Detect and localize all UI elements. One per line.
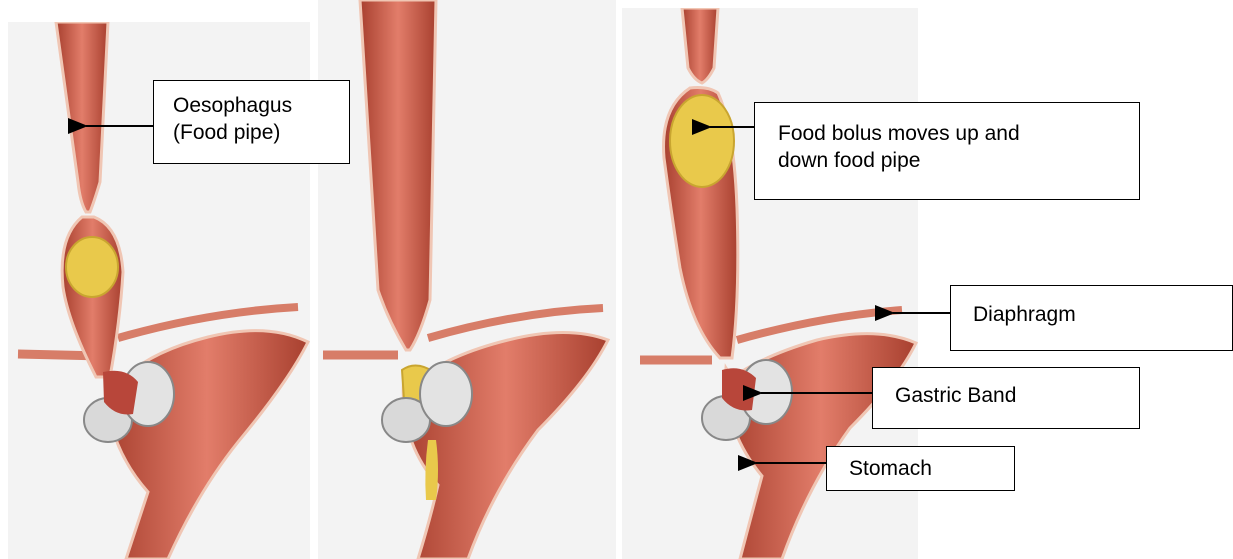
oesophagus-label: Oesophagus (Food pipe) [153, 80, 350, 164]
band-right [420, 362, 472, 426]
food-passing [425, 440, 438, 500]
gastric-band-label: Gastric Band [872, 367, 1140, 429]
illustration-panel-2 [318, 0, 616, 559]
food-bolus [66, 237, 118, 297]
food-bolus [670, 95, 734, 187]
food-bolus-label-line2: down food pipe [778, 147, 1139, 174]
oesophagus-upper [56, 22, 108, 212]
diaphragm-label: Diaphragm [950, 285, 1233, 351]
stomach-label: Stomach [826, 446, 1015, 491]
food-bolus-label: Food bolus moves up and down food pipe [754, 102, 1140, 200]
food-bolus-label-line1: Food bolus moves up and [778, 120, 1139, 147]
oesophagus-label-line1: Oesophagus [173, 92, 349, 119]
oesophagus [360, 0, 436, 350]
gastric-band-label-text: Gastric Band [895, 382, 1139, 409]
diaphragm-label-text: Diaphragm [973, 301, 1232, 328]
oesophagus-upper [682, 8, 718, 83]
band-illustration-2 [318, 0, 616, 559]
oesophagus-label-line2: (Food pipe) [173, 119, 349, 146]
stomach-label-text: Stomach [849, 455, 1014, 482]
